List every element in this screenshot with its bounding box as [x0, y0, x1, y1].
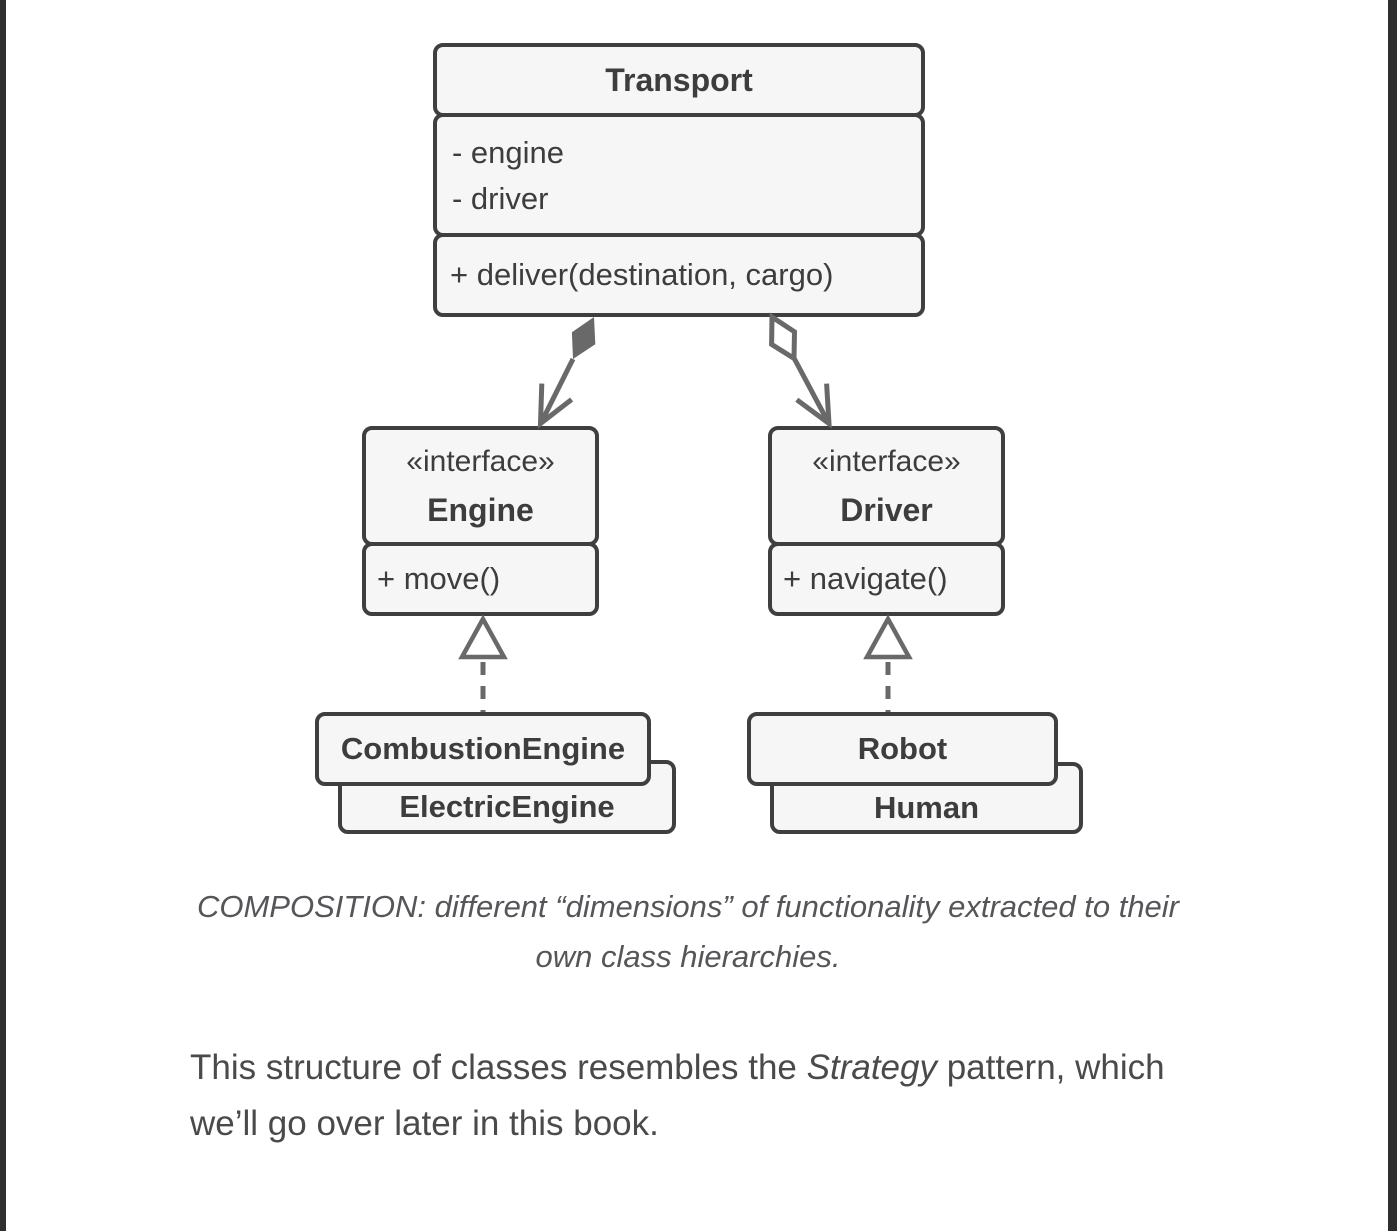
- hollow-triangle-arrowhead-icon: [863, 614, 913, 660]
- interface-driver-header: «interface» Driver: [768, 426, 1005, 546]
- figure-caption-line2: own class hierarchies.: [535, 939, 841, 974]
- open-arrowhead-icon: [795, 383, 832, 429]
- realization-connector-driver: [863, 614, 913, 712]
- class-transport: Transport - engine - driver + deliver(de…: [433, 43, 925, 317]
- class-combustion-engine: CombustionEngine: [315, 712, 651, 786]
- body-paragraph: This structure of classes resembles the …: [190, 1040, 1350, 1152]
- aggregation-connector: [769, 312, 832, 429]
- class-robot: Robot: [747, 712, 1058, 786]
- aggregation-line: [791, 356, 830, 422]
- page-left-edge: [0, 0, 6, 1231]
- class-transport-title: Transport: [433, 43, 925, 117]
- field-driver: - driver: [452, 181, 549, 216]
- realization-connector-engine: [458, 614, 508, 712]
- paragraph-text: we’ll go over later in this book.: [190, 1104, 659, 1143]
- interface-driver: «interface» Driver + navigate(): [768, 426, 1005, 616]
- figure-caption: COMPOSITION: different “dimensions” of f…: [113, 882, 1263, 982]
- composition-connector: [537, 317, 596, 429]
- paragraph-text: pattern, which: [936, 1048, 1165, 1087]
- paragraph-text: This structure of classes resembles the: [190, 1048, 807, 1087]
- hollow-triangle-arrowhead-icon: [458, 614, 508, 660]
- class-transport-method: + deliver(destination, cargo): [433, 233, 925, 317]
- interface-engine-name: Engine: [427, 492, 534, 528]
- interface-engine-header: «interface» Engine: [362, 426, 599, 546]
- paragraph-italic-strategy: Strategy: [806, 1048, 937, 1087]
- composition-filled-diamond-icon: [571, 317, 596, 359]
- page-right-edge: [1388, 0, 1397, 1231]
- figure-caption-line1: COMPOSITION: different “dimensions” of f…: [196, 889, 1180, 924]
- interface-stereotype: «interface»: [812, 445, 961, 478]
- interface-driver-method: + navigate(): [768, 542, 1005, 616]
- aggregation-hollow-diamond-icon: [769, 312, 798, 363]
- interface-driver-name: Driver: [840, 492, 933, 528]
- interface-stereotype: «interface»: [406, 445, 555, 478]
- interface-engine: «interface» Engine + move(): [362, 426, 599, 616]
- open-arrowhead-icon: [537, 383, 574, 429]
- field-engine: - engine: [452, 135, 565, 170]
- interface-engine-method: + move(): [362, 542, 599, 616]
- composition-line: [539, 357, 576, 423]
- class-transport-fields: - engine - driver: [433, 113, 925, 237]
